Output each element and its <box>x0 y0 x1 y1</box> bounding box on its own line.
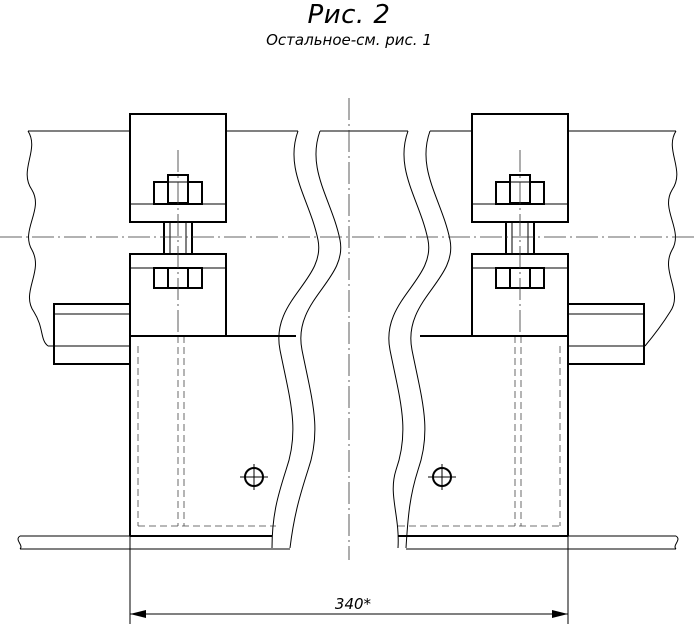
dimension-label: 340* <box>335 595 372 613</box>
figure-title: Рис. 2 <box>307 0 391 30</box>
figure-subtitle: Остальное-см. рис. 1 <box>266 31 432 49</box>
hidden-lines <box>137 336 561 527</box>
right-side-pad <box>567 303 645 365</box>
mounting-holes <box>240 464 456 490</box>
left-side-pad <box>53 303 131 365</box>
dimension-340: 340* <box>129 536 569 624</box>
left-break-line <box>26 130 49 347</box>
base-rail <box>17 535 679 550</box>
center-break-lines <box>271 130 452 549</box>
right-break-line <box>644 130 678 347</box>
center-lines <box>0 98 698 560</box>
